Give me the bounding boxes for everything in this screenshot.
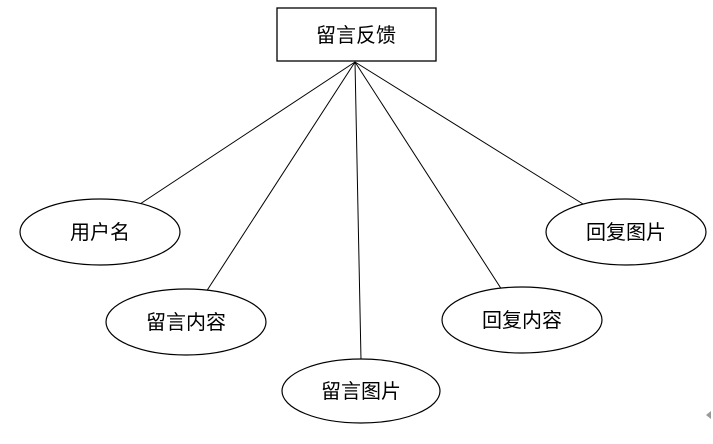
attribute-ellipse <box>545 198 707 266</box>
connector-message-image <box>354 61 362 361</box>
entity-feedback: 留言反馈 <box>276 7 437 62</box>
attribute-ellipse <box>105 288 267 356</box>
attribute-username: 用户名 <box>19 198 181 266</box>
attribute-label-reply-image: 回复图片 <box>586 220 666 244</box>
attribute-ellipse <box>281 358 441 424</box>
attribute-reply-content: 回复内容 <box>441 286 603 354</box>
connector-username <box>139 61 356 205</box>
attribute-ellipse <box>19 198 181 266</box>
attribute-message-content: 留言内容 <box>105 288 267 356</box>
attribute-label-username: 用户名 <box>70 220 130 244</box>
entity-label: 留言反馈 <box>316 23 396 47</box>
connector-reply-content <box>354 61 503 291</box>
attribute-label-reply-content: 回复内容 <box>482 308 562 332</box>
connector-lines <box>139 61 584 361</box>
attribute-ellipse <box>441 286 603 354</box>
attribute-label-message-content: 留言内容 <box>146 310 226 334</box>
attribute-label-message-image: 留言图片 <box>321 379 401 403</box>
attribute-reply-image: 回复图片 <box>545 198 707 266</box>
entity-box <box>276 7 437 62</box>
connector-message-content <box>205 61 356 293</box>
attribute-message-image: 留言图片 <box>281 358 441 424</box>
connector-reply-image <box>354 61 584 205</box>
corner-marker-icon <box>706 411 711 419</box>
